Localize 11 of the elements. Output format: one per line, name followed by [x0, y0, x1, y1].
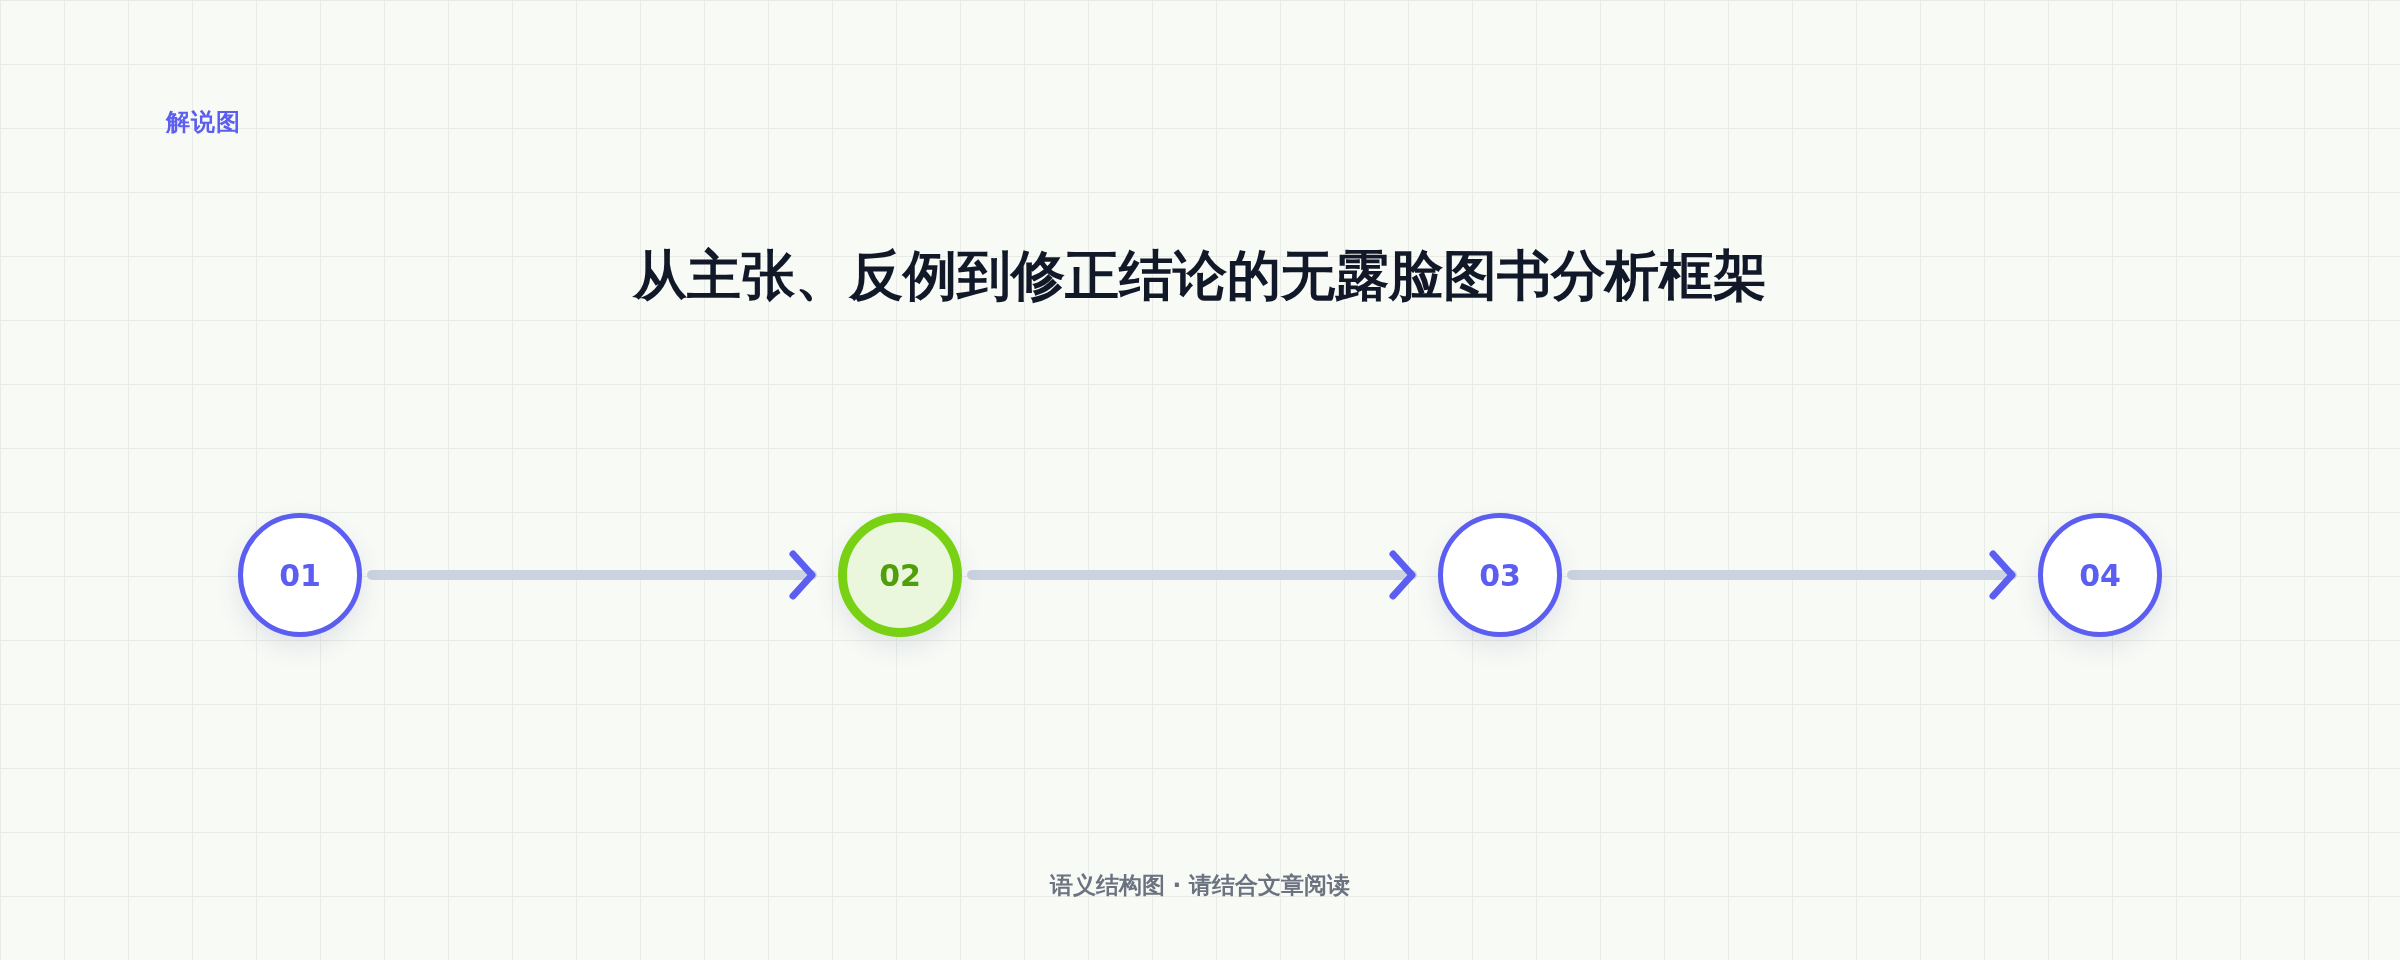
arrow — [367, 550, 817, 600]
step-circle — [838, 513, 962, 637]
title: 从主张、反例到修正结论的无露脸图书分析框架 — [631, 243, 1768, 309]
step-number: 01 — [279, 557, 321, 593]
header-label: 解说图 — [166, 107, 241, 138]
step-number: 02 — [879, 557, 921, 593]
step-number: 03 — [1479, 557, 1521, 593]
arrow — [967, 550, 1417, 600]
footer-note: 语义结构图 · 请结合文章阅读 — [1048, 871, 1352, 900]
arrow — [1567, 550, 2017, 600]
step-number: 04 — [2079, 557, 2121, 593]
